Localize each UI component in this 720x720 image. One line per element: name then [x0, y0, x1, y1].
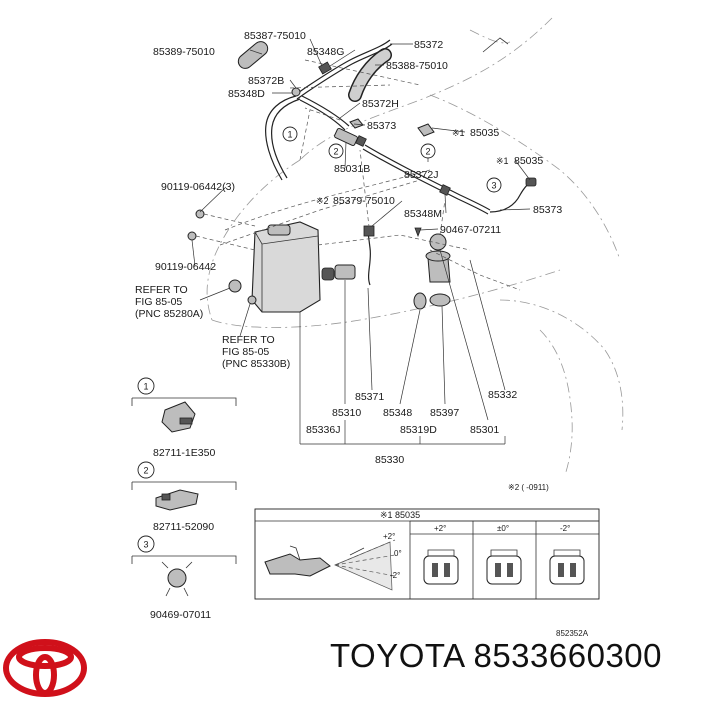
circle-marker-2b [420, 143, 436, 159]
clip-3-part: 90469-07011 [150, 609, 211, 621]
label-85330: 85330 [375, 454, 404, 466]
label-90119-06442-3: 90119-06442(3) [161, 181, 235, 193]
label-85310: 85310 [332, 407, 361, 419]
circle-marker-1-text: 1 [287, 130, 292, 140]
clip-2-icon [155, 489, 199, 511]
nozzle-head-zero [486, 549, 522, 585]
label-85372-top: 85372 [414, 39, 443, 51]
refer-2-line2: FIG 85-05 [222, 346, 269, 358]
marker-1-lower: ※1 [496, 156, 509, 166]
label-85371: 85371 [355, 391, 384, 403]
clip-legend: 1 82711-1E350 2 82711-52090 3 90469-0701… [131, 377, 237, 621]
logo-vertical-ring [33, 654, 57, 696]
vehicle-body-outline [206, 17, 624, 476]
angle-minus2: -2° [390, 571, 400, 580]
nozzle-head-plus2 [423, 549, 459, 585]
part-number-caption: TOYOTA 8533660300 [330, 637, 663, 674]
angle-plus2: +2° [383, 532, 395, 541]
label-85332: 85332 [488, 389, 517, 401]
refer-1-line1: REFER TO [135, 284, 188, 296]
circle-marker-1 [282, 126, 298, 142]
label-85387: 85387-75010 [244, 30, 306, 42]
refer-1-line3: (PNC 85280A) [135, 308, 203, 320]
label-85336J: 85336J [306, 424, 340, 436]
logo-horizontal-ring [16, 645, 74, 669]
circle-marker-3 [486, 177, 502, 193]
marker-1-upper: ※1 [452, 128, 465, 138]
label-85373-upper: 85373 [367, 120, 396, 132]
clip-1-number: 1 [143, 382, 148, 392]
label-85379: 85379-75010 [333, 195, 395, 207]
clip-3-icon [161, 561, 193, 597]
label-85389: 85389-75010 [153, 46, 215, 58]
circle-marker-2b-text: 2 [425, 147, 430, 157]
label-85348: 85348 [383, 407, 412, 419]
reference-code: 852352A [556, 629, 589, 638]
clip-2-part: 82711-52090 [153, 521, 214, 533]
label-90467: 90467-07211 [440, 224, 501, 236]
label-85373-lower: 85373 [533, 204, 562, 216]
table-title: ※1 85035 [380, 510, 420, 520]
clip-1-part: 82711-1E350 [153, 447, 215, 459]
clip-2-number-circle [137, 461, 155, 479]
label-85348M: 85348M [404, 208, 442, 220]
clip-1-icon [161, 401, 196, 433]
refer-2-line1: REFER TO [222, 334, 275, 346]
note-2-range: ※2 ( -0911) [508, 483, 549, 492]
label-85348G: 85348G [307, 46, 344, 58]
clip-3-number-circle [137, 535, 155, 553]
label-85301: 85301 [470, 424, 499, 436]
label-85372J: 85372J [404, 169, 438, 181]
angle-zero: 0° [394, 549, 402, 558]
circle-marker-3-text: 3 [491, 181, 496, 191]
label-85035-lower: 85035 [514, 155, 543, 167]
marker-2-hose: ※2 [316, 196, 329, 206]
part-labels: 85387-75010 85389-75010 85348G 85372 853… [135, 30, 562, 492]
circle-marker-2a [328, 143, 344, 159]
nozzle-head-minus2 [549, 549, 585, 585]
clip-1-number-circle [137, 377, 155, 395]
nozzle-angle-table: ※1 85035 +2° ±0° -2° +2° 0° -2° [254, 508, 600, 600]
label-85397: 85397 [430, 407, 459, 419]
label-85035-upper: 85035 [470, 127, 499, 139]
circle-marker-2a-text: 2 [333, 147, 338, 157]
label-85372H: 85372H [362, 98, 399, 110]
clip-2-number: 2 [143, 466, 148, 476]
refer-2-line3: (PNC 85330B) [222, 358, 290, 370]
label-85388: 85388-75010 [386, 60, 448, 72]
label-90119-06442: 90119-06442 [155, 261, 216, 273]
table-col-plus2: +2° [434, 524, 446, 533]
circle-markers: 1 2 2 3 [282, 126, 502, 193]
leader-lines [191, 38, 531, 445]
routing-lines [195, 59, 521, 291]
refer-1-line2: FIG 85-05 [135, 296, 182, 308]
label-85031B: 85031B [334, 163, 370, 175]
label-85319D: 85319D [400, 424, 437, 436]
table-col-zero: ±0° [497, 524, 509, 533]
label-85348D: 85348D [228, 88, 265, 100]
label-85372B: 85372B [248, 75, 284, 87]
washer-tank-assembly [187, 209, 451, 313]
clip-3-number: 3 [143, 540, 148, 550]
table-col-minus2: -2° [560, 524, 570, 533]
toyota-logo-icon [3, 639, 87, 697]
nozzle-side-view [264, 539, 396, 591]
